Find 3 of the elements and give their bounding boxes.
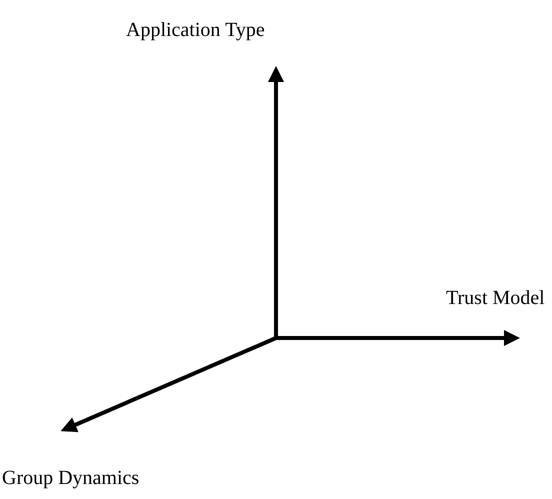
axis-label: Application Type (126, 19, 265, 41)
axis-label: Group Dynamics (2, 467, 140, 489)
axis-label: Trust Model (446, 287, 545, 309)
